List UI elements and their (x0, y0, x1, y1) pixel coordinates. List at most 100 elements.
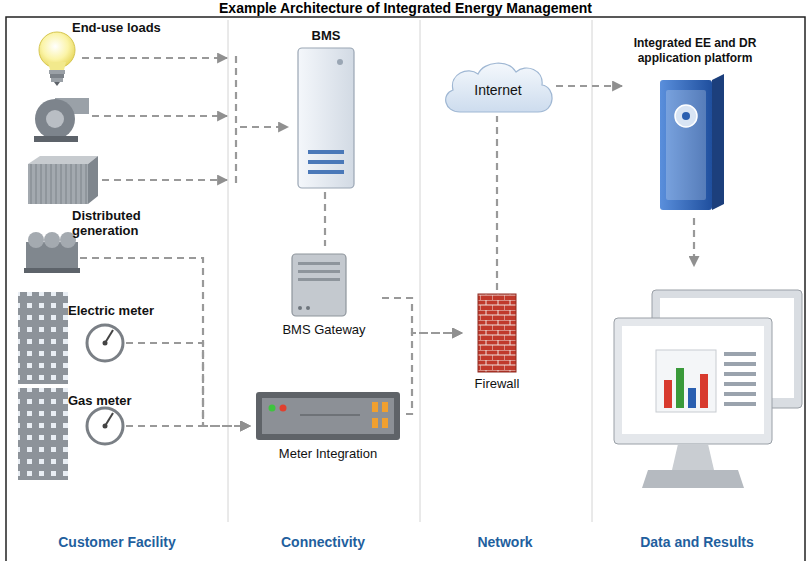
dashed-connector (556, 85, 622, 87)
meter-integration-device (262, 398, 394, 434)
feed-line (235, 56, 237, 184)
feed-line (126, 342, 162, 344)
monitor-icon (642, 470, 744, 488)
node-label: Electric meter (68, 303, 162, 318)
node-label: Firewall (462, 376, 532, 391)
monitor-icon (724, 392, 756, 396)
node-label: End-use loads (72, 20, 192, 35)
generator-icon (24, 232, 80, 273)
building-icon (18, 292, 68, 480)
load-group: End-use loads (22, 18, 240, 206)
column-separator (592, 20, 593, 522)
monitor-icon (688, 388, 696, 408)
dashed-connector (162, 425, 250, 427)
monitor-icon (724, 402, 756, 406)
column-separator (228, 20, 229, 522)
monitor-icon (622, 326, 764, 434)
light-bulb-icon (48, 62, 66, 70)
dashed-connector (382, 298, 462, 333)
air-handler-icon (28, 164, 88, 204)
meter-gauge (87, 408, 123, 444)
platform-server-icon (660, 80, 712, 210)
gateway-icon (298, 278, 340, 281)
meter-integration-device (372, 418, 378, 428)
building-icon (18, 388, 68, 480)
feed-line (693, 218, 695, 266)
gateway-icon (292, 254, 346, 316)
column-label: Connectivity (281, 534, 365, 550)
feed-line (126, 425, 162, 427)
feed-line (80, 257, 165, 259)
platform-server-icon (682, 112, 690, 120)
bms-server-icon (308, 170, 344, 174)
gas-meter: Gas meter (66, 393, 162, 455)
meter-integration-device (300, 414, 360, 416)
column-label: Network (477, 534, 532, 550)
firewall: Firewall (462, 290, 532, 396)
monitor-icon (724, 372, 756, 376)
bms-server: BMS (288, 26, 364, 192)
monitor-icon (724, 352, 756, 406)
light-bulb-icon (49, 70, 65, 74)
column-separator (420, 20, 421, 522)
dashed-connector (324, 192, 326, 246)
node-label: BMS Gateway (266, 322, 382, 337)
column-label: Customer Facility (58, 534, 175, 550)
meter-gauge (87, 325, 123, 444)
generator-icon (28, 232, 44, 248)
column-label: Data and Results (640, 534, 754, 550)
feed-line (80, 56, 694, 426)
platform-server-icon (660, 74, 724, 210)
meter-integration-device (382, 418, 388, 428)
fan-icon (34, 98, 89, 142)
bms-server-icon (298, 48, 354, 188)
monitor-icon (614, 318, 772, 444)
monitor-icon (614, 290, 802, 488)
fan-icon (34, 136, 78, 142)
meter-gauge (87, 325, 123, 361)
air-handler-icon (28, 156, 98, 164)
fan-icon (35, 99, 75, 139)
node-label: Gas meter (68, 393, 162, 408)
light-bulb-icon (50, 74, 64, 78)
light-bulb-icon (51, 78, 63, 82)
bms-server-icon (308, 160, 344, 164)
meter-gauge (103, 424, 108, 429)
meter-integration-device (382, 402, 388, 412)
firewall-icon (478, 294, 516, 372)
monitor-icon (724, 352, 756, 356)
meter-gauge (103, 341, 108, 346)
generator-icon (44, 232, 60, 248)
frame (6, 17, 805, 561)
bms-server-icon (308, 150, 344, 154)
meter-integration-device (269, 405, 276, 412)
air-handler-icon (28, 156, 98, 204)
monitor-icon (676, 368, 684, 408)
feed-line (82, 57, 227, 59)
dashed-connector (496, 116, 498, 290)
platform-server: Integrated EE and DR application platfor… (622, 34, 768, 216)
feed-line (102, 179, 227, 181)
monitor-icon (724, 362, 756, 366)
monitor-icon (724, 382, 756, 386)
dashed-connector (406, 333, 462, 414)
column-separator (228, 20, 592, 522)
node-label: Integrated EE and DR application platfor… (622, 36, 768, 66)
platform-server-icon (675, 105, 697, 127)
platform-server-icon (712, 74, 724, 210)
node-label: Meter Integration (250, 446, 406, 461)
light-bulb-icon (54, 82, 60, 86)
node-label: Internet (440, 83, 556, 98)
feed-line (92, 115, 227, 117)
gateway-icon (306, 306, 310, 310)
firewall-icon (478, 294, 516, 372)
bms-server-icon (298, 48, 354, 188)
meter-integration-device (372, 402, 378, 412)
monitor-icon (700, 374, 708, 408)
gateway-icon (298, 262, 340, 265)
gateway-icon (298, 270, 340, 273)
meter-integration: Meter Integration (250, 386, 406, 466)
